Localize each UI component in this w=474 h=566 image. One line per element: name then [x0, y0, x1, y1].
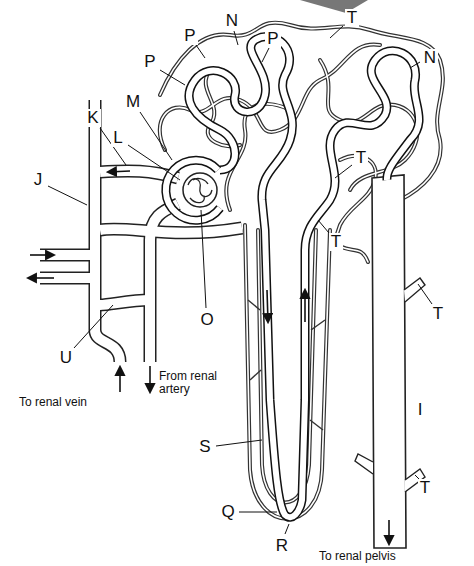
callout-letter: P	[265, 30, 280, 49]
callout-letter: T	[431, 305, 445, 324]
flow-arrow	[304, 290, 306, 322]
capillary	[335, 156, 376, 240]
leader-line	[201, 210, 206, 308]
glomerulus	[183, 173, 217, 207]
flow-arrow	[30, 254, 54, 256]
vessel	[100, 228, 242, 233]
duct-branch	[355, 454, 373, 474]
callout-letter: S	[197, 438, 212, 457]
leader-line	[239, 512, 277, 513]
flow-note: To renal pelvis	[318, 550, 397, 563]
capillary-link	[248, 300, 260, 310]
flow-arrow	[149, 366, 151, 392]
callout-letter: P	[142, 53, 157, 72]
callout-letter: L	[111, 129, 124, 148]
flow-arrows	[28, 171, 389, 544]
leader-line	[74, 305, 113, 348]
vasa-recta	[245, 225, 330, 519]
callout-letter: N	[224, 12, 240, 31]
leader-line	[48, 186, 87, 205]
callout-letter: K	[85, 109, 100, 128]
callout-letter: T	[329, 233, 343, 252]
bowman-capsule	[166, 160, 220, 220]
bowman-capsule	[166, 160, 220, 220]
leader-line	[418, 284, 432, 304]
vessel	[100, 228, 242, 233]
leader-line	[410, 62, 420, 68]
capillary-link	[250, 370, 261, 380]
flow-arrow	[108, 171, 130, 172]
leader-line	[100, 128, 126, 165]
leader-line	[234, 31, 238, 45]
leader-line	[140, 112, 172, 160]
vessel-lumen	[40, 100, 242, 362]
callout-letter: R	[274, 537, 290, 556]
capillary-link	[311, 320, 325, 330]
vessel-wall	[40, 100, 242, 362]
flow-arrow	[267, 290, 268, 322]
leader-line	[196, 45, 205, 58]
vasa-recta-links	[248, 300, 325, 430]
flow-arrow	[28, 277, 54, 279]
leader-line	[262, 48, 269, 62]
capillary	[335, 156, 376, 240]
flow-note: To renal vein	[18, 396, 88, 409]
glomerulus-coil	[188, 178, 212, 202]
leader-line	[128, 145, 180, 180]
leader-line	[216, 440, 262, 446]
renal-tubule-lumen	[189, 37, 419, 518]
callout-letter: T	[418, 479, 432, 498]
capillary-link	[310, 420, 323, 430]
callout-letter: Q	[219, 503, 236, 522]
vessel	[100, 300, 150, 305]
vessel	[100, 300, 150, 305]
callout-letter: T	[345, 9, 359, 28]
callout-letter: M	[124, 93, 142, 112]
leader-line	[285, 524, 289, 534]
callout-letter: J	[32, 171, 45, 190]
vasa-recta	[245, 225, 330, 519]
callout-letter: N	[422, 49, 438, 68]
renal-tubule-wall	[189, 37, 419, 518]
leader-line	[330, 26, 343, 38]
flow-arrow	[388, 520, 390, 544]
collecting-duct	[372, 175, 406, 548]
callout-letter: U	[58, 349, 74, 368]
leader-line	[160, 70, 185, 85]
flow-note: From renal artery	[158, 370, 232, 396]
callout-letter: P	[182, 27, 197, 46]
leader-line	[318, 220, 329, 233]
callout-letter: O	[198, 311, 215, 330]
callout-letter: I	[416, 401, 425, 420]
callout-letter: T	[354, 149, 368, 168]
leader-line	[335, 165, 352, 178]
leader-lines	[48, 26, 432, 534]
flow-arrow	[119, 367, 121, 392]
